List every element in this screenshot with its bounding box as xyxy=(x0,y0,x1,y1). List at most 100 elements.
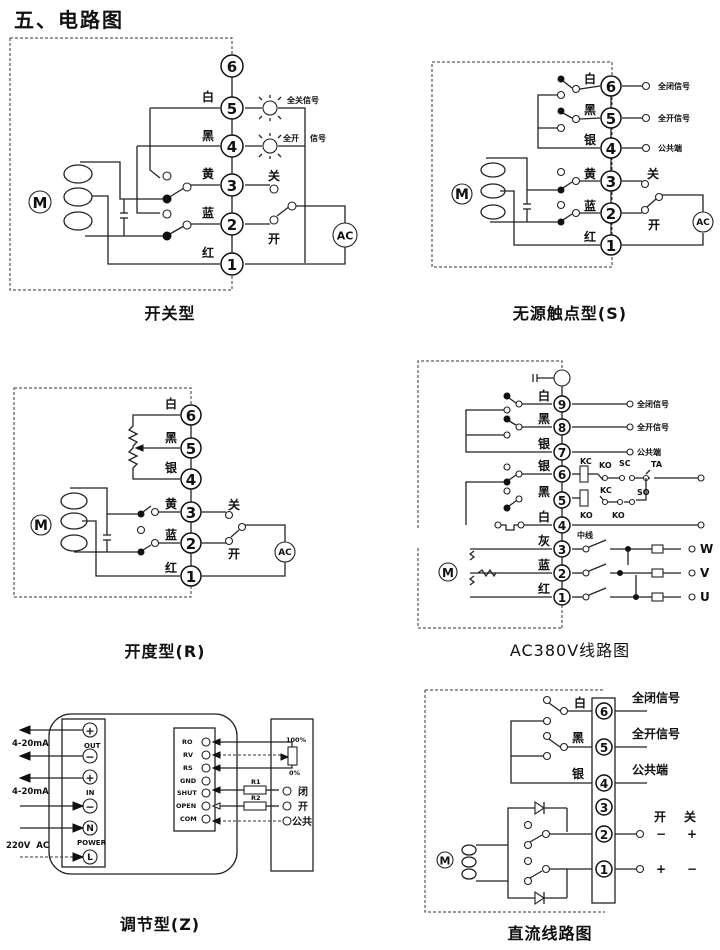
svg-text:1: 1 xyxy=(186,568,196,586)
wire-color-4: 白 xyxy=(538,509,550,524)
terminal-6: 6 xyxy=(600,75,622,97)
r1-label: R1 xyxy=(251,778,261,786)
out-minus-terminal: − xyxy=(82,748,98,764)
enclosure-border xyxy=(431,61,613,268)
wire-color-1: 红 xyxy=(538,581,550,596)
output-common: 公共 xyxy=(292,815,312,828)
polarity-2-close: + xyxy=(687,827,697,841)
svg-text:5: 5 xyxy=(558,494,566,508)
svg-text:GND: GND xyxy=(180,777,197,785)
wire-color-5: 黑 xyxy=(572,731,584,745)
resistor-r1 xyxy=(243,785,267,795)
svg-text:4: 4 xyxy=(186,471,196,489)
pin-ro: RO xyxy=(182,737,211,747)
output-open: 开 xyxy=(298,801,308,813)
caption-dc: 直流线路图 xyxy=(507,924,593,943)
terminal-6: 6 xyxy=(220,54,244,78)
polarity-1-open: + xyxy=(656,862,666,876)
power-n-terminal: N xyxy=(82,820,98,836)
ac-source xyxy=(692,211,714,233)
motor-winding xyxy=(480,162,506,220)
terminal-1: 1 xyxy=(600,234,622,256)
polarity-1-close: − xyxy=(687,862,697,876)
svg-text:6: 6 xyxy=(186,407,196,425)
signal-full-close: 全闭信号 xyxy=(657,81,690,91)
page-title: 五、电路图 xyxy=(14,8,124,32)
svg-text:6: 6 xyxy=(606,78,616,96)
diode-bottom xyxy=(534,890,545,906)
svg-text:RS: RS xyxy=(183,764,193,772)
voltage-label: 220V AC xyxy=(6,841,49,851)
in-plus-terminal: + xyxy=(82,769,98,785)
r2-label: R2 xyxy=(251,794,261,802)
svg-text:6: 6 xyxy=(600,705,608,719)
pin-shut: SHUT xyxy=(177,788,211,798)
svg-text:3: 3 xyxy=(606,173,616,191)
wire-color-5: 黑 xyxy=(165,431,177,445)
terminal-4: 4 xyxy=(180,468,202,490)
wire-color-7: 银 xyxy=(538,436,551,451)
terminal-9: 9 xyxy=(553,395,571,413)
wire-color-6: 白 xyxy=(574,695,586,710)
caption-switch-type: 开关型 xyxy=(144,304,196,323)
pin-gnd: GND xyxy=(180,776,211,786)
motor-label: M xyxy=(455,187,469,203)
svg-text:5: 5 xyxy=(186,440,196,458)
contact-ko-label: KO xyxy=(599,461,612,470)
ac-label: AC xyxy=(696,218,710,228)
polarity-2-open: − xyxy=(656,827,666,841)
svg-text:8: 8 xyxy=(558,421,566,435)
svg-text:2: 2 xyxy=(600,828,608,842)
terminal-7: 7 xyxy=(553,443,571,461)
switch-close-label: 关 xyxy=(268,168,280,183)
field-box xyxy=(270,718,314,872)
terminal-4: 4 xyxy=(595,774,613,792)
motor-symbol xyxy=(436,851,454,869)
pot-max-label: 100% xyxy=(286,736,307,744)
wire-color-6: 白 xyxy=(584,71,596,86)
ac-source xyxy=(274,541,296,563)
lamp-full-close xyxy=(258,95,282,121)
pin-rv: RV xyxy=(183,750,211,760)
caption-ac380v: AC380V线路图 xyxy=(509,641,631,660)
polarity-header-open: 开 xyxy=(654,810,666,824)
motor-label: M xyxy=(442,566,454,580)
wire-color-9: 白 xyxy=(538,388,550,403)
controller-housing xyxy=(48,713,238,875)
ac-label: AC xyxy=(278,548,292,558)
polarity-header-close: 关 xyxy=(684,809,696,824)
terminal-5: 5 xyxy=(180,437,202,459)
terminal-2: 2 xyxy=(553,564,571,582)
svg-text:1: 1 xyxy=(606,237,616,255)
svg-text:2: 2 xyxy=(227,216,237,234)
signal-common: 公共端 xyxy=(658,143,682,153)
terminal-2: 2 xyxy=(600,202,622,224)
wire-color-5: 黑 xyxy=(584,103,596,117)
motor-winding xyxy=(60,492,88,552)
pin-rs: RS xyxy=(183,763,211,773)
enclosure-border xyxy=(9,37,233,291)
out-plus-terminal: + xyxy=(82,722,98,738)
motor-winding xyxy=(63,164,93,231)
wire-color-1: 红 xyxy=(165,560,177,575)
switch-ta-label: TA xyxy=(651,460,663,469)
wire-color-3: 黄 xyxy=(202,166,214,181)
svg-text:OPEN: OPEN xyxy=(176,802,196,810)
svg-text:2: 2 xyxy=(606,205,616,223)
terminal-5: 5 xyxy=(600,107,622,129)
wire-color-8: 黑 xyxy=(538,412,550,426)
switch-so-label: SO xyxy=(637,488,650,497)
ac-source xyxy=(332,222,358,248)
svg-text:5: 5 xyxy=(600,741,608,755)
svg-text:5: 5 xyxy=(227,100,237,118)
relay-kc-coil xyxy=(579,465,589,483)
svg-text:3: 3 xyxy=(600,801,608,815)
motor-symbol xyxy=(28,190,52,214)
terminal-2: 2 xyxy=(220,212,244,236)
switch-open-label: 开 xyxy=(268,232,280,246)
svg-text:6: 6 xyxy=(227,58,237,76)
wire-color-5: 白 xyxy=(202,89,214,104)
svg-text:−: − xyxy=(85,801,94,814)
terminal-8: 8 xyxy=(553,418,571,436)
